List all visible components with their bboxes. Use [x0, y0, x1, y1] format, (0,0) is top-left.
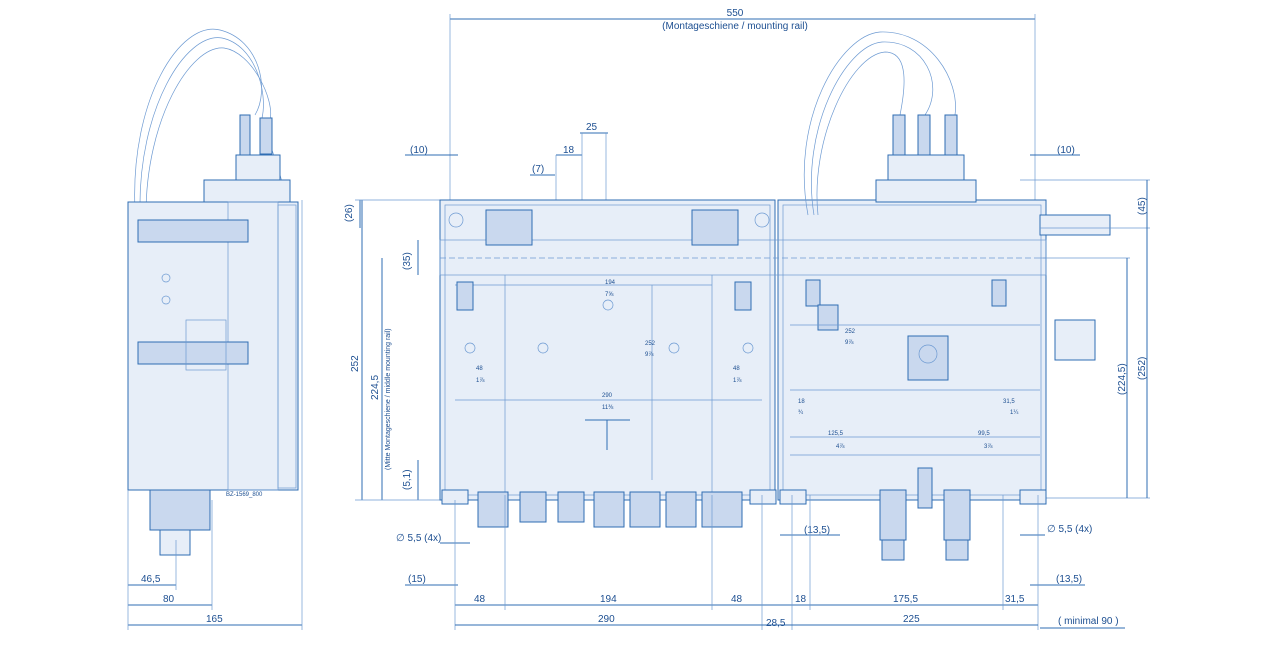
dim-224-5-note: (Mitte Montageschiene / middle mounting …	[385, 328, 392, 470]
dim-minimal-90: ( minimal 90 )	[1058, 616, 1119, 627]
inner-18-in: ¾	[798, 410, 804, 416]
inner-99-5: 99,5	[978, 431, 990, 437]
dim-225: 225	[903, 614, 920, 625]
side-view: BZ-1569_800 46,5 80 165	[127, 28, 303, 630]
dim-r224-5: (224,5)	[1117, 363, 1128, 395]
dim-165: 165	[206, 614, 223, 625]
dim-r45: (45)	[1137, 197, 1148, 215]
inner-99-5-in: 3⅞	[984, 444, 993, 450]
dim-175-5: 175,5	[893, 594, 918, 605]
dim-7: (7)	[532, 164, 544, 175]
dim-15: (15)	[408, 574, 426, 585]
dim-46-5: 46,5	[141, 574, 161, 585]
dim-48-a: 48	[474, 594, 486, 605]
dim-hole-left: ∅ 5,5 (4x)	[396, 533, 441, 544]
inner-18: 18	[798, 399, 805, 405]
dim-194: 194	[600, 594, 617, 605]
dim-18-bottom: 18	[795, 594, 807, 605]
dim-31-5: 31,5	[1005, 594, 1025, 605]
inner-31-5-in: 1¼	[1010, 410, 1019, 416]
inner-252r: 252	[845, 329, 856, 335]
dim-5-1: (5,1)	[402, 469, 413, 490]
dim-48-b: 48	[731, 594, 743, 605]
inner-48a-in: 1⅞	[476, 378, 485, 384]
inner-48b: 48	[733, 366, 740, 372]
dim-13-5-a: (13,5)	[804, 525, 830, 536]
inner-125-5: 125,5	[828, 431, 844, 437]
dim-35: (35)	[402, 252, 413, 270]
dim-left-10: (10)	[410, 145, 428, 156]
dim-r252: (252)	[1137, 357, 1148, 380]
inner-125-5-in: 4⅞	[836, 444, 845, 450]
dim-290: 290	[598, 614, 615, 625]
dim-hole-right: ∅ 5,5 (4x)	[1047, 524, 1092, 535]
inner-290-in: 11⅜	[602, 405, 614, 411]
dim-18: 18	[563, 145, 575, 156]
dim-252: 252	[350, 355, 361, 372]
dim-224-5: 224,5	[370, 375, 381, 400]
dim-26: (26)	[344, 204, 355, 222]
dim-80: 80	[163, 594, 175, 605]
dim-550: 550	[727, 8, 744, 19]
dim-550-note: (Montageschiene / mounting rail)	[662, 21, 808, 32]
dim-right-10: (10)	[1057, 145, 1075, 156]
inner-252: 252	[645, 341, 656, 347]
inner-194-in: 7⅝	[605, 292, 614, 298]
inner-31-5: 31,5	[1003, 399, 1015, 405]
dim-28-5: 28,5	[766, 618, 786, 629]
dim-25: 25	[586, 122, 598, 133]
dim-13-5-b: (13,5)	[1056, 574, 1082, 585]
drawing-label: BZ-1569_800	[226, 492, 263, 498]
inner-48a: 48	[476, 366, 483, 372]
inner-252r-in: 9⅞	[845, 340, 854, 346]
inner-48b-in: 1⅞	[733, 378, 742, 384]
inner-252-in: 9⅞	[645, 352, 654, 358]
inner-194: 194	[605, 280, 616, 286]
front-view: 550 (Montageschiene / mounting rail) (10…	[344, 8, 1150, 630]
inner-290: 290	[602, 393, 613, 399]
